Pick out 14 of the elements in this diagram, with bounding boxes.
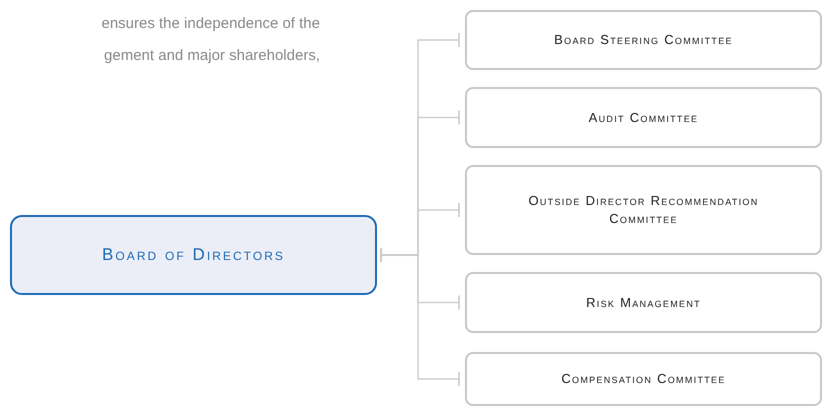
committee-box: [465, 10, 822, 70]
committee-box: [465, 165, 822, 255]
node-label: Outside Director Recommendation Committee: [527, 192, 760, 228]
note-text: ensures the independence of the: [101, 14, 320, 34]
committee-box: [465, 87, 822, 148]
node-label: Board Steering Committee: [554, 31, 733, 49]
committee-box: [465, 272, 822, 333]
node-label: Risk Management: [586, 294, 701, 312]
node-label: Board of Directors: [102, 244, 285, 266]
node-label: Compensation Committee: [561, 370, 726, 388]
main-node-box: [10, 215, 377, 295]
committee-box: [465, 352, 822, 406]
node-label: Audit Committee: [588, 108, 698, 126]
note-text: gement and major shareholders,: [104, 46, 320, 66]
